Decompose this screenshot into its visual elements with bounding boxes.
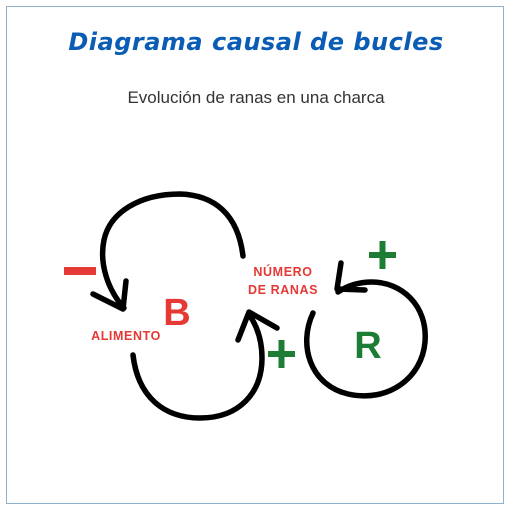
arrow-frogs-to-food — [99, 191, 246, 311]
loop-reinforcing-label: R — [354, 325, 381, 367]
polarity-positive-feedback-sign — [268, 340, 295, 368]
loop-balancing-label: B — [163, 292, 190, 334]
page-title: Diagrama causal de bucles — [68, 28, 444, 56]
arrowhead-frogs-to-food — [90, 278, 129, 312]
arrowhead-self-loop — [334, 260, 368, 293]
diagram-frame — [6, 6, 504, 504]
polarity-positive-self-sign — [369, 241, 396, 269]
polarity-negative-sign — [64, 267, 96, 275]
node-frogs-label-line2: DE RANAS — [248, 283, 318, 297]
page-subtitle: Evolución de ranas en una charca — [127, 88, 385, 107]
arrowhead-food-to-frogs — [235, 309, 280, 343]
node-food-label: ALIMENTO — [91, 329, 161, 343]
node-frogs-label-line1: NÚMERO — [253, 264, 312, 279]
arrow-food-to-frogs — [130, 313, 265, 421]
arrow-frogs-self-loop — [303, 279, 428, 399]
